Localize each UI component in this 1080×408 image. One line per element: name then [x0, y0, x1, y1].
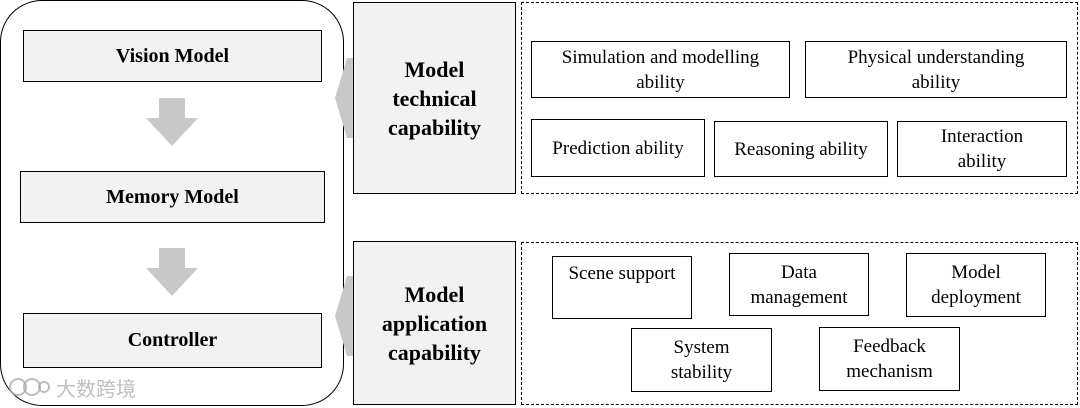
capability-item: System stability: [631, 328, 772, 392]
capability-item: Simulation and modelling ability: [531, 41, 790, 98]
application-capability-box: Model application capability: [353, 241, 516, 405]
capability-item: Model deployment: [906, 253, 1046, 317]
capability-item: Scene support: [552, 256, 692, 319]
capability-item: Feedback mechanism: [819, 327, 960, 391]
capability-item: Interaction ability: [897, 121, 1067, 177]
logo-icon: [9, 378, 50, 396]
controller-box: Controller: [23, 313, 322, 368]
left-arrow-icon: [335, 276, 355, 356]
capability-item: Reasoning ability: [714, 121, 888, 177]
watermark: 大数跨境: [8, 372, 158, 402]
left-arrow-icon: [335, 58, 355, 138]
down-arrow-icon: [146, 248, 198, 296]
watermark-text: 大数跨境: [56, 376, 136, 401]
vision-model-label: Vision Model: [115, 44, 230, 67]
vision-model-box: Vision Model: [23, 30, 322, 82]
memory-model-box: Memory Model: [20, 171, 325, 223]
application-capability-title: Model application capability: [381, 281, 488, 365]
technical-capability-box: Model technical capability: [353, 2, 516, 194]
controller-label: Controller: [127, 329, 218, 351]
memory-model-label: Memory Model: [106, 185, 239, 208]
capability-item: Data management: [729, 253, 869, 316]
capability-item: Physical understanding ability: [805, 41, 1067, 98]
pipeline-container: [0, 0, 344, 406]
capability-item: Prediction ability: [531, 119, 705, 177]
technical-capability-title: Model technical capability: [388, 56, 481, 140]
down-arrow-icon: [146, 98, 198, 146]
